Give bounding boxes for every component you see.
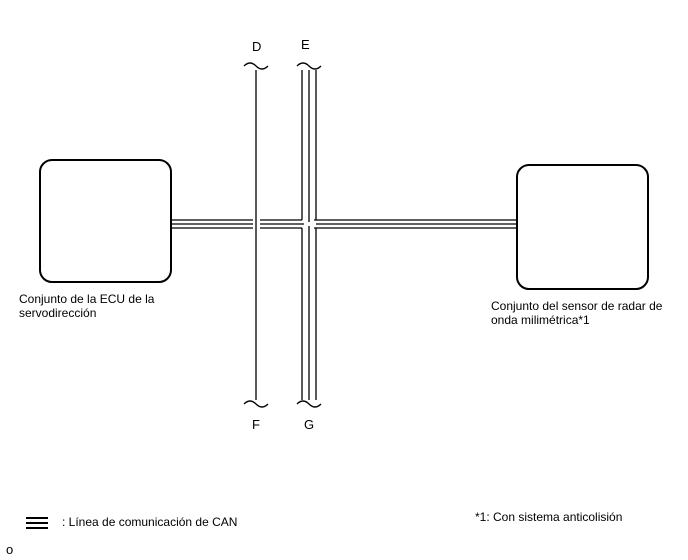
ecu-label-line2: servodirección (19, 306, 97, 320)
bus-label-e: E (301, 37, 310, 52)
footnote: *1: Con sistema anticolisión (475, 510, 623, 524)
ecu-label-line1: Conjunto de la ECU de la (19, 292, 155, 306)
can-line-legend-icon (26, 516, 48, 530)
thin-bus-df (243, 62, 269, 408)
bus-label-g: G (304, 417, 315, 432)
ecu-box (39, 159, 172, 283)
radar-sensor-box (516, 164, 649, 290)
radar-label-line1: Conjunto del sensor de radar de (491, 299, 663, 313)
thick-bus-eg (296, 62, 322, 408)
radar-label-line2: onda milimétrica*1 (491, 313, 590, 327)
right-can-wire (314, 219, 517, 229)
bus-label-f: F (252, 417, 260, 432)
bus-label-d: D (252, 39, 262, 54)
corner-mark: o (6, 542, 14, 557)
left-can-wire (171, 219, 304, 229)
legend-text: : Línea de comunicación de CAN (62, 515, 238, 529)
